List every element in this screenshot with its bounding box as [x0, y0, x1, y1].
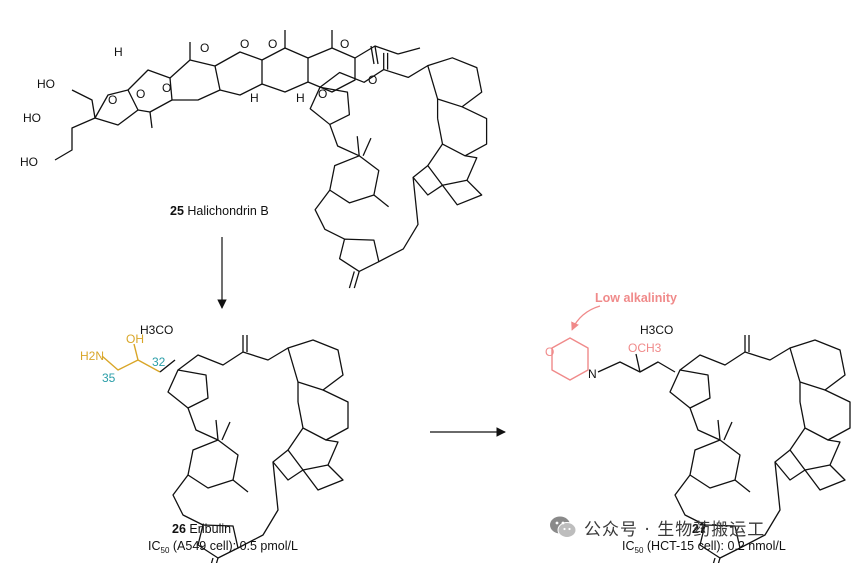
svg-text:35: 35 — [102, 371, 116, 385]
svg-text:O: O — [318, 87, 327, 101]
svg-text:H3CO: H3CO — [640, 323, 673, 337]
svg-text:O: O — [162, 81, 171, 95]
svg-text:O: O — [368, 73, 377, 87]
compound-27-ic50: IC50 (HCT-15 cell): 0.2 nmol/L — [622, 539, 786, 555]
watermark: 公众号 · 生物药搬运工 — [548, 513, 765, 541]
svg-text:O: O — [340, 37, 349, 51]
compound-27-side-chain — [597, 353, 676, 373]
compound-26-ic50: IC50 (A549 cell): 0.5 pmol/L — [148, 539, 298, 555]
compound-27-number: 27 — [692, 522, 706, 536]
svg-text:O: O — [545, 345, 554, 359]
svg-text:HO: HO — [20, 155, 38, 169]
svg-text:N: N — [588, 367, 597, 381]
compound-25-caption: 25 Halichondrin B — [170, 204, 269, 218]
svg-text:O: O — [240, 37, 249, 51]
svg-text:O: O — [200, 41, 209, 55]
svg-text:H: H — [250, 91, 259, 105]
low-alkalinity-annotation: Low alkalinity — [595, 291, 677, 305]
svg-text:O: O — [108, 93, 117, 107]
compound-26-caption: 26 Eribulin — [172, 522, 231, 536]
svg-text:HO: HO — [37, 77, 55, 91]
annotation-arrow — [571, 305, 601, 331]
eribulin-atom-labels: H2N OH 35 32 H3CO — [80, 323, 173, 385]
halichondrin-macrocycle — [309, 52, 488, 289]
svg-text:H: H — [114, 45, 123, 59]
svg-text:H3CO: H3CO — [140, 323, 173, 337]
svg-text:32: 32 — [152, 355, 166, 369]
svg-text:O: O — [268, 37, 277, 51]
eribulin-side-chain — [101, 343, 176, 373]
halichondrin-atom-labels: HO HO HO H O O O O O O O O O H H — [20, 37, 377, 169]
svg-text:HO: HO — [23, 111, 41, 125]
watermark-text: 公众号 · 生物药搬运工 — [584, 519, 766, 540]
svg-text:H: H — [296, 91, 305, 105]
compound-27-atom-labels: O N OCH3 H3CO — [545, 323, 673, 381]
morpholine-ring — [551, 337, 589, 381]
svg-text:H2N: H2N — [80, 349, 104, 363]
halichondrin-b-structure — [54, 30, 421, 161]
svg-text:OCH3: OCH3 — [628, 341, 662, 355]
wechat-icon — [550, 516, 577, 538]
svg-text:O: O — [136, 87, 145, 101]
svg-text:OH: OH — [126, 332, 144, 346]
